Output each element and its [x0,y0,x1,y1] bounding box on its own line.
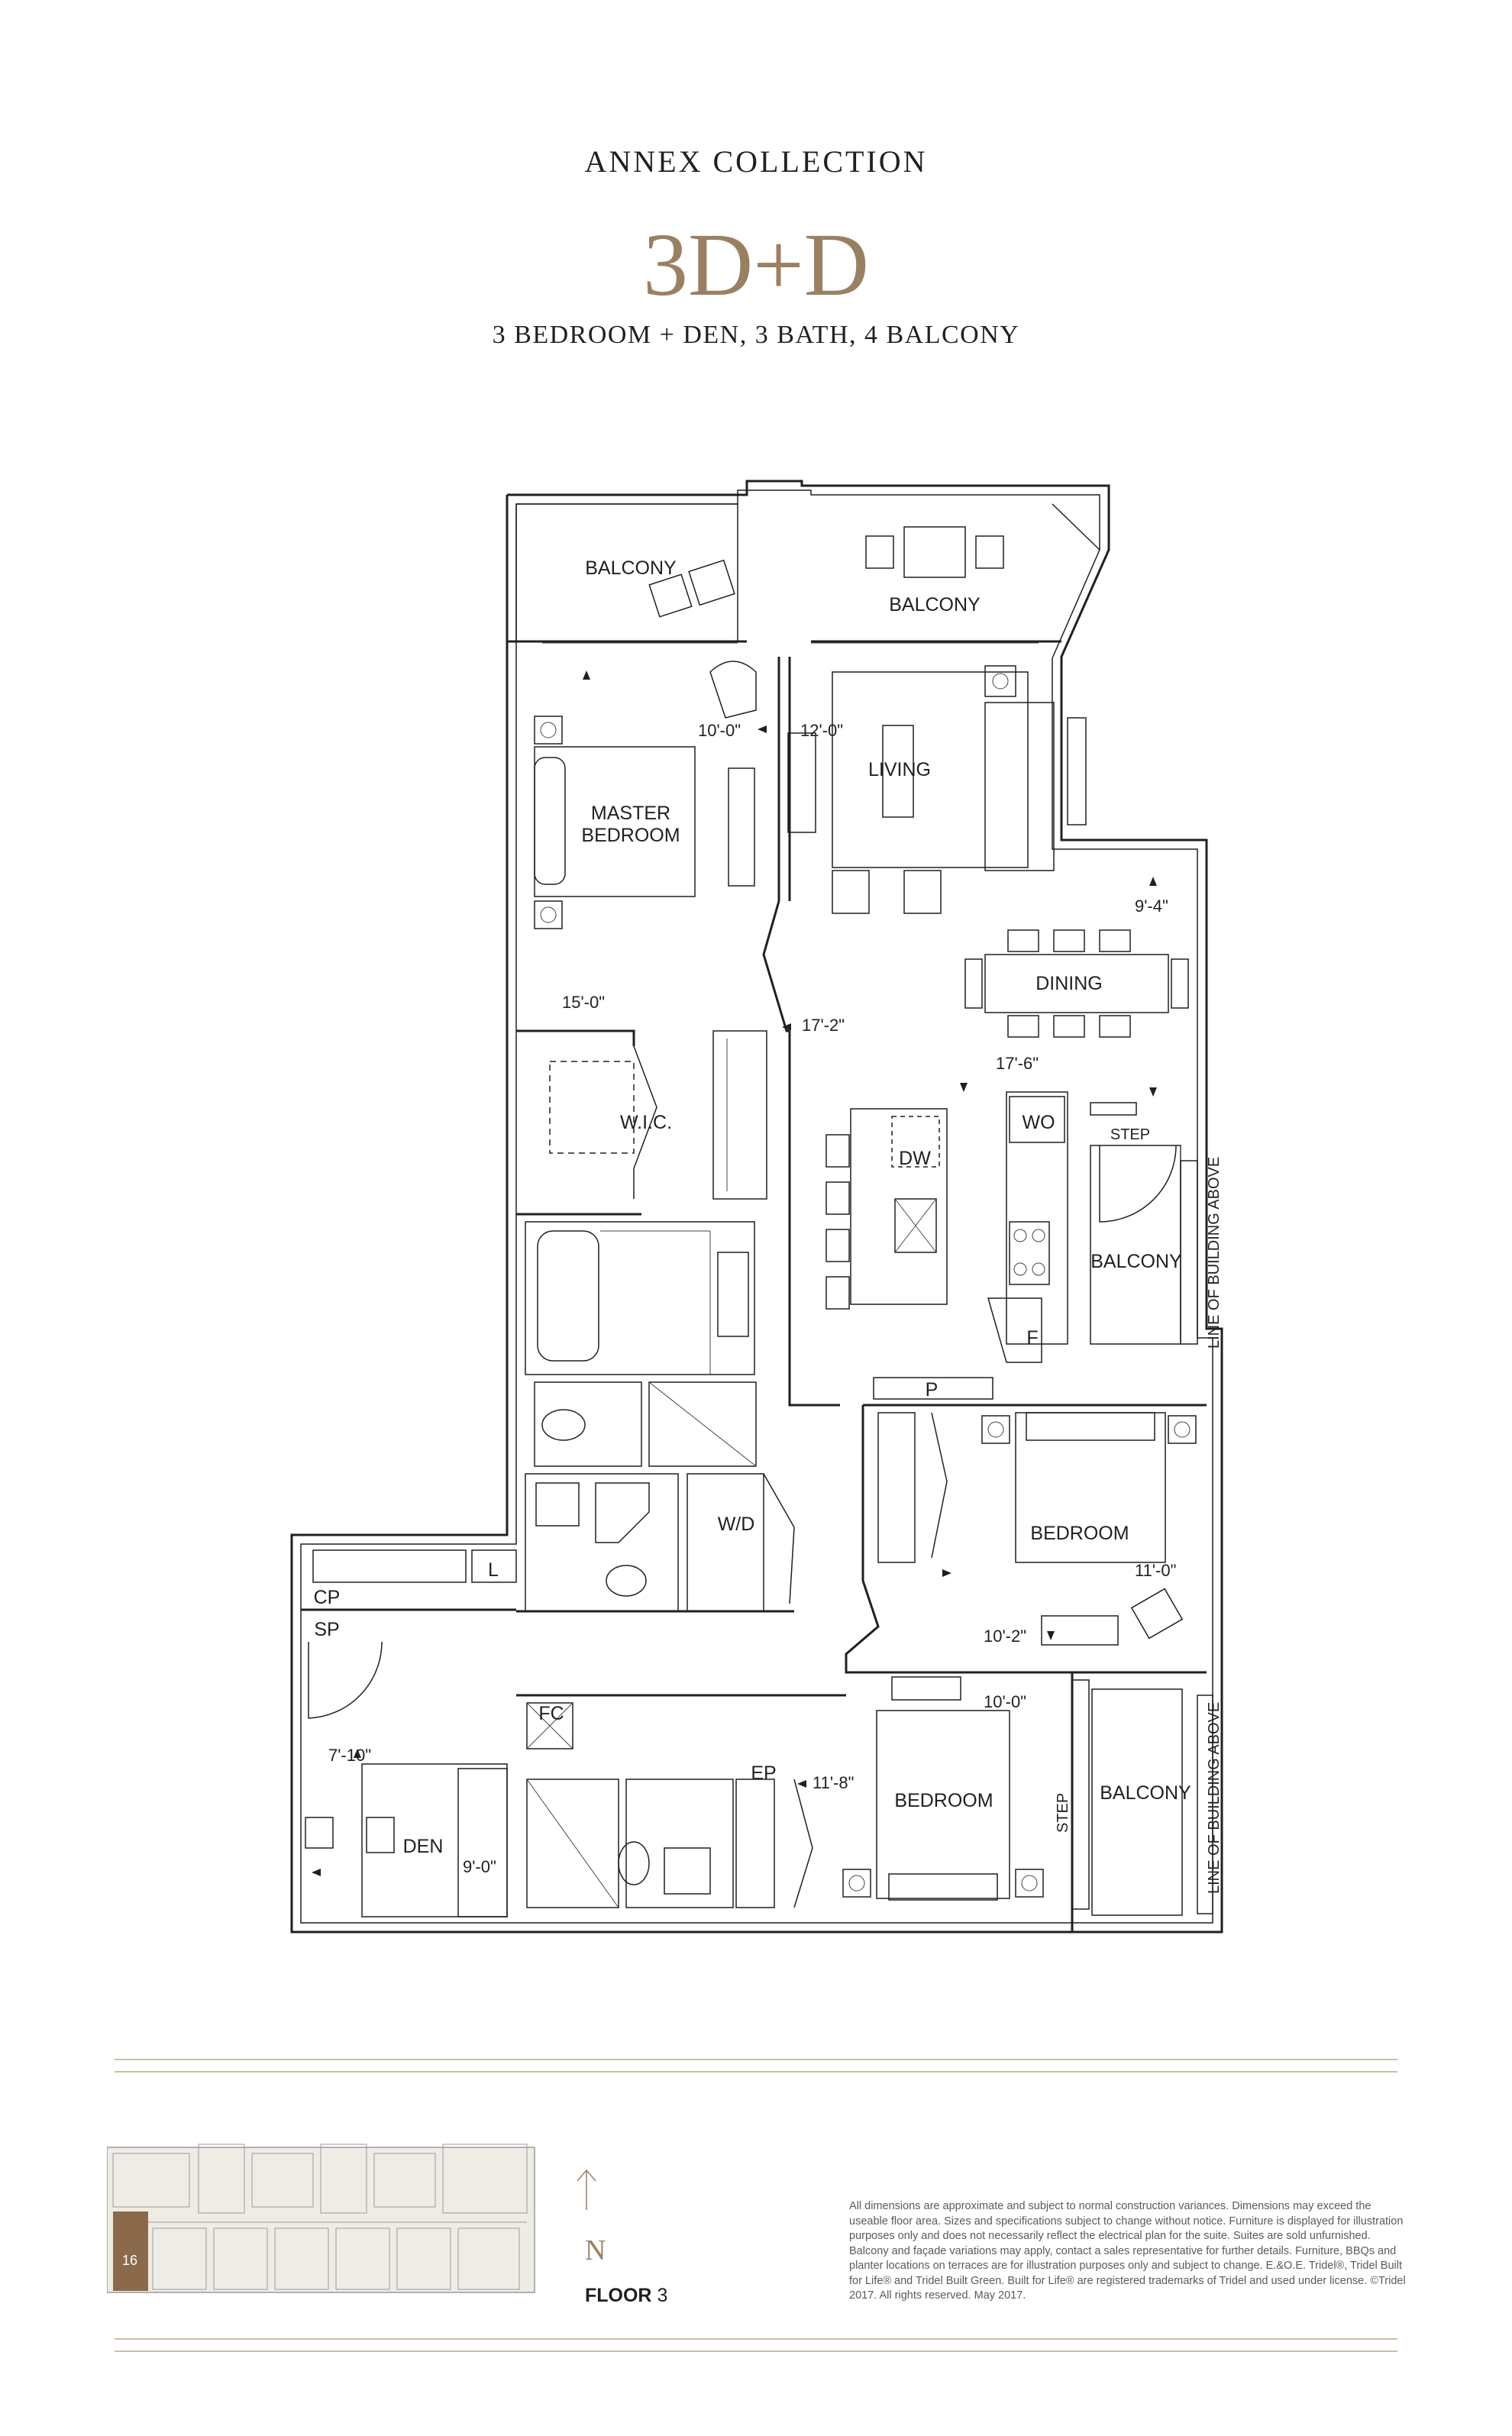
dim-living-height: 17'-2" [802,1016,845,1035]
north-arrow-icon [577,2169,596,2210]
dim-master-width: 10'-0" [698,721,741,740]
unit-description: 3 BEDROOM + DEN, 3 BATH, 4 BALCONY [492,321,1020,349]
dim-bed3-height: 11'-8" [813,1773,854,1792]
floor-word: FLOOR [585,2285,652,2306]
step-bottom-label: STEP [1055,1793,1071,1833]
ep-label: EP [751,1762,776,1784]
dim-master-height: 15'-0" [562,993,605,1012]
key-plan-suite-highlight [113,2211,148,2291]
footer-rule-bottom-1 [115,2338,1397,2340]
living-label: LIVING [868,759,931,780]
cp-label: CP [314,1587,341,1608]
key-plan-suite-number: 16 [122,2253,137,2268]
dim-dining-height: 9'-4" [1135,897,1168,916]
legal-disclaimer: All dimensions are approximate and subje… [849,2200,1406,2302]
lower-suite [305,1641,1213,1932]
master-bedroom-label-1: MASTER [591,803,670,824]
dw-label: DW [899,1148,931,1169]
dim-den-width: 9'-0" [463,1857,496,1876]
wo-label: WO [1022,1112,1055,1133]
balcony-east-label: BALCONY [1090,1251,1182,1272]
unit-model-name: 3D+D [643,215,869,315]
dimension-arrows [312,670,1157,1876]
linen-label: L [488,1559,499,1581]
master-bedroom-furniture [534,661,757,929]
dim-den-height: 7'-10" [328,1746,371,1765]
pantry-label: P [926,1379,939,1401]
balcony-se-label: BALCONY [1100,1782,1191,1804]
footer-rule-bottom-2 [115,2350,1397,2352]
master-bedroom-label-2: BEDROOM [581,825,680,846]
dining-label: DINING [1035,973,1103,994]
collection-title: ANNEX COLLECTION [584,144,928,179]
north-letter: N [585,2234,606,2266]
dim-bed3-width: 10'-0" [984,1692,1026,1711]
balcony-nw [507,503,747,644]
footer-rule-top-2 [115,2071,1397,2073]
balcony-east [1090,1102,1198,1345]
line-building-above-1: LINE OF BUILDING ABOVE [1206,1157,1223,1349]
balcony-ne-label: BALCONY [889,594,981,615]
floor-label: FLOOR 3 [585,2285,667,2307]
den-label: DEN [403,1836,444,1857]
exterior-walls [290,480,1223,1934]
dim-dining-width: 17'-6" [996,1054,1039,1073]
dim-bed2-height: 10'-2" [984,1627,1026,1646]
fridge-label: F [1026,1327,1038,1349]
wic-label: W.I.C. [620,1112,672,1133]
dim-bed2-width: 11'-0" [1135,1561,1176,1580]
step-top-label: STEP [1110,1126,1150,1143]
bedroom-2 [845,1377,1207,1674]
footer-rule-top-1 [115,2059,1397,2060]
bedroom-3-label: BEDROOM [894,1790,993,1811]
key-plan: 16 [107,2144,535,2293]
bedroom-2-label: BEDROOM [1030,1523,1129,1544]
wd-label: W/D [718,1514,755,1535]
dimension-labels: 10'-0" 12'-0" 9'-4" 15'-0" 17'-2" 17'-6"… [328,721,1176,1876]
balcony-nw-label: BALCONY [585,557,677,579]
balcony-ne [811,503,1100,644]
kitchen [825,1091,1068,1363]
dim-living-width: 12'-0" [800,721,843,740]
floor-number: 3 [657,2285,668,2306]
line-building-above-2: LINE OF BUILDING ABOVE [1206,1702,1223,1894]
interior-walls [301,657,840,1613]
fc-label: FC [538,1703,564,1724]
living-dining-furniture [787,665,1189,1038]
sp-label: SP [314,1619,339,1640]
